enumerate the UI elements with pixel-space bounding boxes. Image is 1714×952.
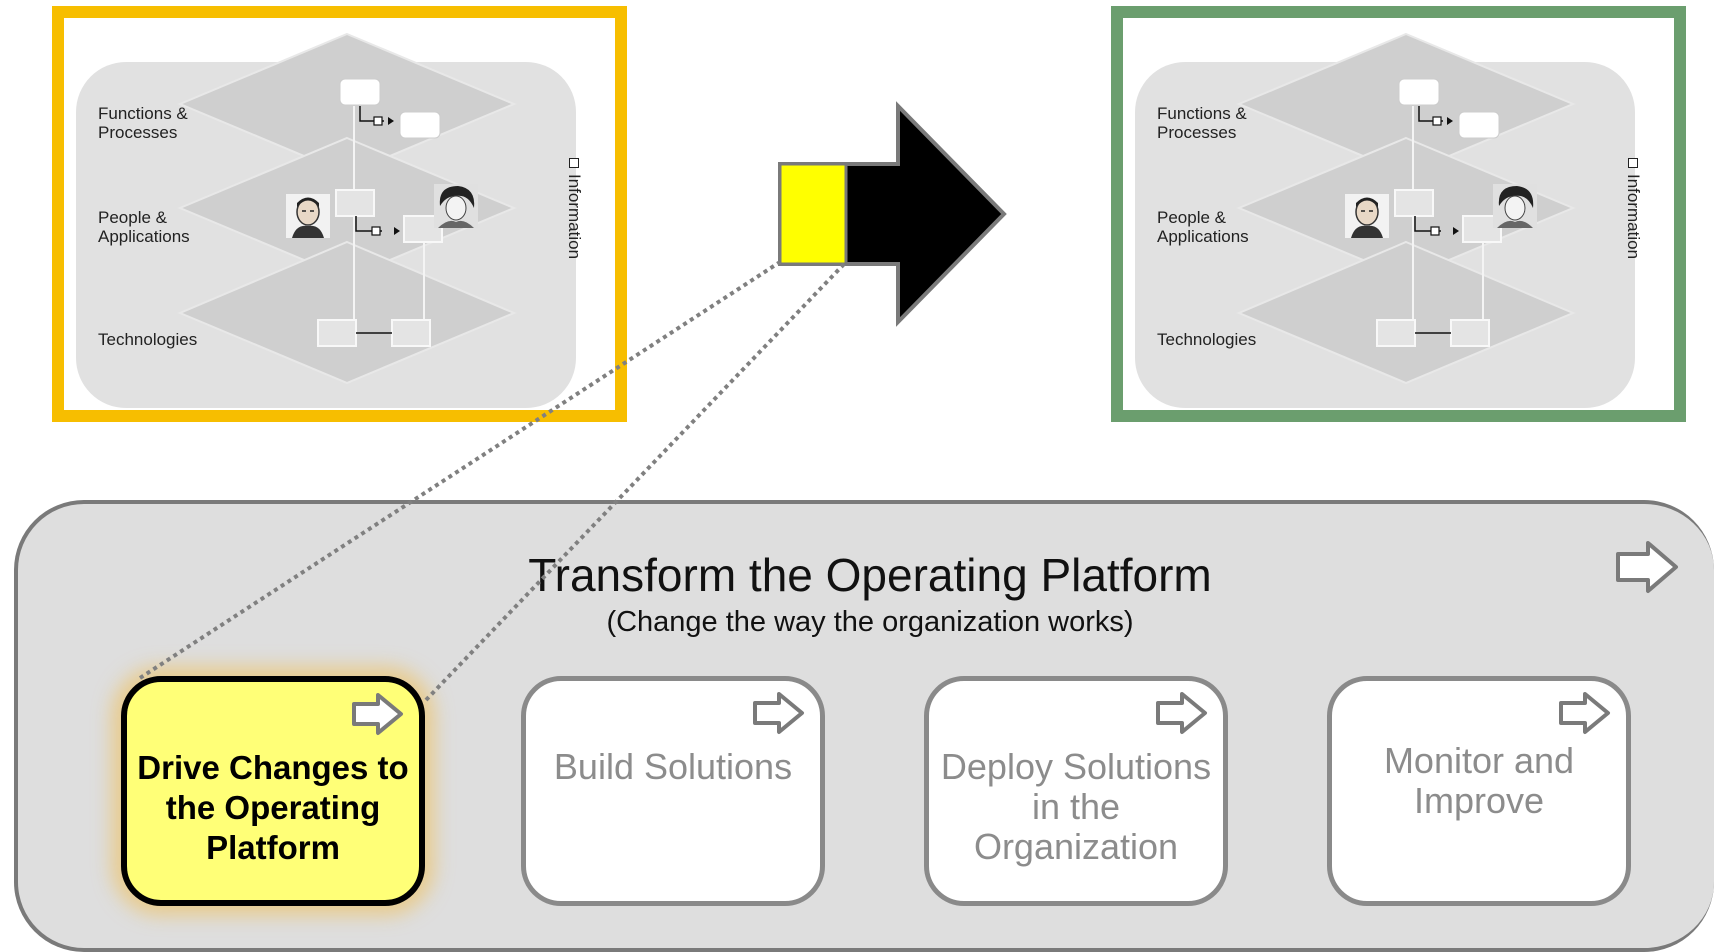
current-state-panel: Functions & Processes People & Applicati… — [52, 6, 627, 422]
platform-arrow-icon — [1616, 541, 1678, 593]
layer-label-technologies: Technologies — [1157, 330, 1257, 349]
phase-label: Deploy Solutions in the Organization — [940, 746, 1212, 867]
information-label: Information — [1623, 158, 1643, 259]
phase-arrow-icon — [1156, 692, 1207, 734]
arrow-highlight-segment — [778, 162, 848, 266]
phase-arrow-icon — [352, 693, 403, 735]
target-state-panel: Functions & Processes People & Applicati… — [1111, 6, 1686, 422]
phase-drive-changes[interactable]: Drive Changes to the Operating Platform — [121, 676, 425, 906]
information-box-icon — [1628, 158, 1638, 168]
layer-label-people: People & Applications — [98, 208, 190, 246]
information-label-text: Information — [1624, 174, 1643, 260]
phase-label: Drive Changes to the Operating Platform — [137, 749, 409, 866]
layer-label-people: People & Applications — [1157, 208, 1249, 246]
phase-build-solutions[interactable]: Build Solutions — [521, 676, 825, 906]
phase-deploy-solutions[interactable]: Deploy Solutions in the Organization — [924, 676, 1228, 906]
platform-title: Transform the Operating Platform — [528, 549, 1212, 601]
phase-arrow-icon — [753, 692, 804, 734]
transition-arrow-icon — [778, 101, 1007, 327]
information-box-icon — [569, 158, 579, 168]
phase-arrow-icon — [1559, 692, 1610, 734]
layer-label-functions: Functions & Processes — [98, 104, 188, 142]
man-portrait-icon — [1345, 194, 1389, 238]
man-portrait-icon — [286, 194, 330, 238]
woman-portrait-icon — [1493, 184, 1537, 228]
information-label-text: Information — [565, 174, 584, 260]
phase-label: Monitor and Improve — [1383, 740, 1575, 821]
layer-label-technologies: Technologies — [98, 330, 198, 349]
phase-monitor-improve[interactable]: Monitor and Improve — [1327, 676, 1631, 906]
platform-subtitle: (Change the way the organization works) — [606, 606, 1134, 638]
layer-diagram — [1236, 32, 1576, 385]
woman-portrait-icon — [434, 184, 478, 228]
layer-label-functions: Functions & Processes — [1157, 104, 1247, 142]
information-label: Information — [564, 158, 584, 259]
phase-label: Build Solutions — [553, 746, 793, 787]
